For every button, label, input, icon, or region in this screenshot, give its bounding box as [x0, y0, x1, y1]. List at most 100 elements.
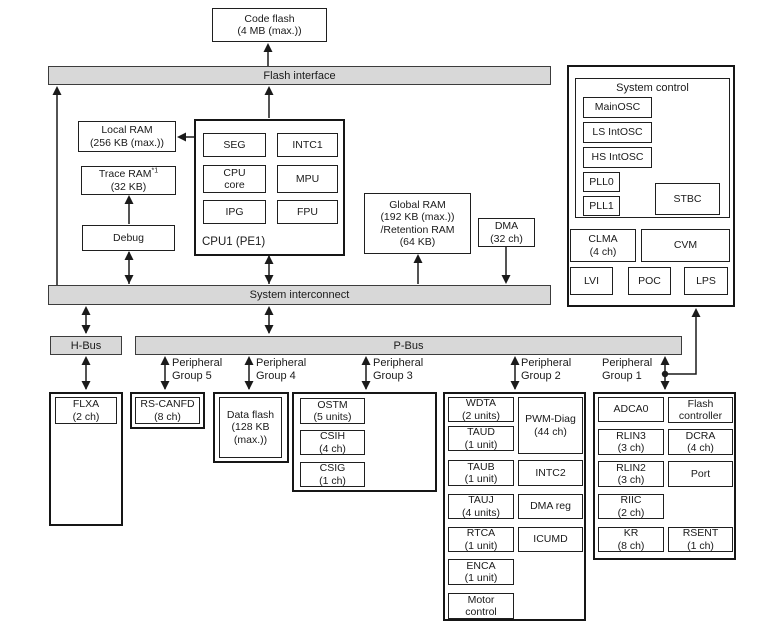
box-label: (2 ch) [617, 506, 645, 519]
box-label: (2 units) [462, 409, 500, 422]
box-label: (4 ch) [319, 442, 346, 455]
icumd-box: ICUMD [518, 527, 583, 552]
box-label: (4 MB (max.)) [237, 25, 302, 37]
box-label: FLXA [72, 398, 100, 411]
box-label: (8 ch) [617, 539, 645, 552]
rlin2-box: RLIN2 (3 ch) [598, 461, 664, 487]
peripheral-group5-label: Peripheral Group 5 [172, 357, 222, 383]
label-line: Group 1 [602, 370, 642, 382]
trace-ram-box: Trace RAM*1 (32 KB) [81, 166, 176, 195]
global-ram-box: Global RAM (192 KB (max.)) /Retention RA… [364, 193, 471, 254]
box-label: PWM-Diag [525, 413, 576, 426]
adca0-box: ADCA0 [598, 397, 664, 422]
box-label: TAUB [467, 460, 495, 473]
box-label: (44 ch) [534, 425, 567, 438]
box-label: KR [623, 527, 639, 540]
rlin3-box: RLIN3 (3 ch) [598, 429, 664, 455]
p-bus: P-Bus [135, 336, 682, 355]
h-bus: H-Bus [50, 336, 122, 355]
box-label: core [224, 179, 245, 191]
box-label: RLIN2 [616, 461, 646, 474]
poc-box: POC [628, 267, 671, 295]
intc2-box: INTC2 [518, 460, 583, 486]
box-label: LS IntOSC [592, 126, 643, 139]
box-label: INTC2 [535, 466, 566, 479]
csih-box: CSIH (4 ch) [300, 430, 365, 455]
box-label: DCRA [685, 429, 716, 442]
seg-box: SEG [203, 133, 266, 157]
box-label: CVM [673, 239, 698, 252]
box-label: RTCA [466, 527, 496, 540]
box-label: LPS [696, 274, 716, 287]
box-label: (8 ch) [154, 410, 181, 423]
riic-box: RIIC (2 ch) [598, 494, 664, 519]
box-label: (32 ch) [490, 232, 523, 245]
footnote-marker: *1 [151, 167, 159, 175]
motor-control-box: Motor control [448, 593, 514, 619]
box-label: MPU [295, 172, 320, 185]
box-label: (max.)) [233, 433, 268, 446]
box-label: Code flash [244, 12, 295, 25]
debug-box: Debug [82, 225, 175, 251]
label-line: Peripheral [521, 357, 572, 369]
stbc-box: STBC [655, 183, 720, 215]
pll1-box: PLL1 [583, 196, 620, 216]
box-label: (2 ch) [72, 410, 100, 423]
mainosc-box: MainOSC [583, 97, 652, 118]
box-label: Motor [467, 593, 495, 606]
box-label: DMA [494, 220, 519, 233]
taub-box: TAUB (1 unit) [448, 460, 514, 486]
box-label: ENCA [466, 559, 496, 572]
box-label: (3 ch) [617, 442, 645, 454]
box-label: (64 KB) [399, 235, 436, 248]
label-line: Peripheral [172, 357, 223, 369]
box-label: TAUJ [468, 494, 494, 507]
box-label: Debug [113, 231, 144, 244]
tauj-box: TAUJ (4 units) [448, 494, 514, 519]
pwm-diag-box: PWM-Diag (44 ch) [518, 397, 583, 454]
label-line: Group 5 [172, 370, 212, 382]
box-label: RIIC [620, 494, 642, 507]
bus-label: H-Bus [70, 339, 102, 352]
peripheral-group4-label: Peripheral Group 4 [256, 357, 306, 383]
box-label: (1 ch) [687, 539, 714, 552]
bus-label: Flash interface [263, 69, 336, 82]
box-label: (4 units) [462, 506, 500, 519]
box-label: DMA reg [530, 500, 571, 513]
label-line: Group 4 [256, 370, 296, 382]
bus-label: P-Bus [393, 339, 424, 352]
peripheral-group2-label: Peripheral Group 2 [521, 357, 571, 383]
port-box: Port [668, 461, 733, 487]
box-label: CSIH [319, 430, 346, 443]
pll0-box: PLL0 [583, 172, 620, 192]
box-label: (1 unit) [464, 539, 498, 552]
box-label: CSIG [319, 462, 346, 475]
box-label: MainOSC [594, 101, 641, 114]
data-flash-box: Data flash (128 KB (max.)) [219, 397, 282, 458]
dma-reg-box: DMA reg [518, 494, 583, 519]
box-label: SEG [223, 138, 246, 151]
system-control-title: System control [616, 82, 689, 94]
flxa-box: FLXA (2 ch) [55, 397, 117, 424]
intc1-box: INTC1 [277, 133, 338, 157]
ls-intosc-box: LS IntOSC [583, 122, 652, 143]
kr-box: KR (8 ch) [598, 527, 664, 552]
box-label: TAUD [467, 426, 495, 439]
box-label: PLL0 [589, 175, 614, 188]
box-label: (128 KB [231, 421, 270, 434]
box-label: OSTM [317, 398, 348, 411]
label-line: Peripheral [373, 357, 424, 369]
box-label: RS-CANFD [140, 398, 195, 411]
box-label: (256 KB (max.)) [89, 136, 165, 149]
box-label: PLL1 [589, 199, 614, 212]
box-label: ADCA0 [613, 403, 649, 416]
box-label: (1 unit) [464, 572, 498, 584]
wdta-box: WDTA (2 units) [448, 397, 514, 422]
label-line: Peripheral [256, 357, 307, 369]
box-label: (1 ch) [319, 474, 346, 487]
rtca-box: RTCA (1 unit) [448, 527, 514, 552]
box-label: Trace RAM [98, 168, 152, 181]
flash-controller-box: Flash controller [668, 397, 733, 423]
rsent-box: RSENT (1 ch) [668, 527, 733, 552]
lvi-box: LVI [570, 267, 613, 295]
